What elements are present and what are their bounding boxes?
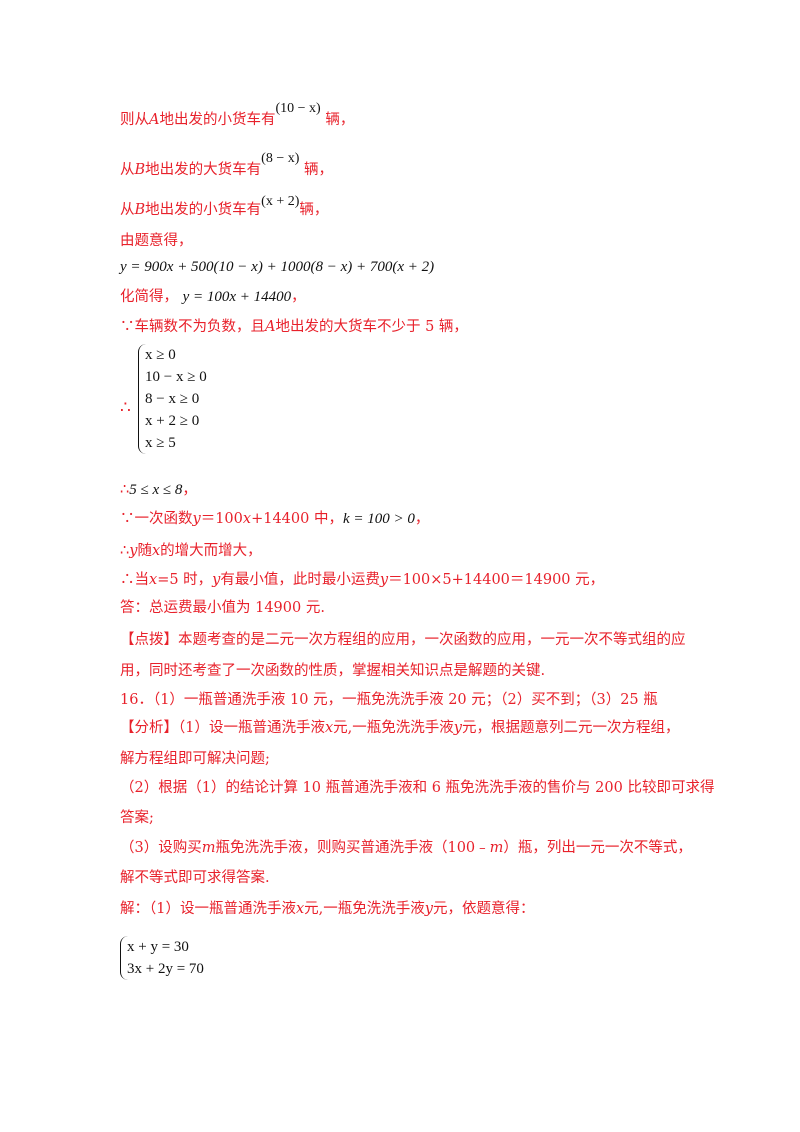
equation-system: x + y = 30 3x + 2y = 70 — [120, 936, 204, 980]
line-increasing: ∴y随x的增大而增大， — [120, 543, 262, 559]
comment-tag: 【点拨】 — [120, 632, 178, 648]
line-small-trucks-from-b: 从B地出发的小货车有(x + 2)辆， — [120, 194, 329, 218]
line-comment-1: 【点拨】本题考查的是二元一次方程组的应用，一次函数的应用，一元一次不等式组的应 — [120, 632, 686, 648]
x-range-expression: 5 ≤ x ≤ 8 — [129, 482, 183, 498]
line-linear-function: ∵一次函数y＝100x+14400 中，k = 100 > 0， — [120, 511, 430, 527]
line-comment-2: 用，同时还考查了一次函数的性质，掌握相关知识点是解题的关键. — [120, 663, 546, 679]
line-condition: ∵车辆数不为负数，且A地出发的大货车不少于 5 辆， — [120, 319, 468, 335]
cost-equation: y = 900x + 500(10 − x) + 1000(8 − x) + 7… — [120, 259, 435, 275]
line-q16-answer: 16．（1）一瓶普通洗手液 10 元，一瓶免洗洗手液 20 元；（2）买不到；（… — [120, 692, 658, 708]
line-analysis-1: 【分析】（1）设一瓶普通洗手液x元,一瓶免洗洗手液y元，根据题意列二元一次方程组… — [120, 720, 680, 736]
therefore-symbol: ∴ — [120, 398, 131, 418]
line-by-question: 由题意得， — [120, 233, 193, 249]
line-minimum: ∴当x=5 时，y有最小值，此时最小运费y＝100×5+14400＝14900 … — [120, 572, 605, 588]
line-analysis-4: 答案; — [120, 810, 154, 826]
line-analysis-2: 解方程组即可解决问题; — [120, 751, 270, 767]
inequality-row: x + 2 ≥ 0 — [145, 413, 200, 429]
simplified-expression: y = 100x + 14400 — [182, 289, 292, 305]
inequality-row: x ≥ 5 — [145, 435, 176, 451]
line-solution: 解：（1）设一瓶普通洗手液x元,一瓶免洗洗手液y元，依题意得： — [120, 901, 535, 917]
analysis-tag: 【分析】 — [120, 720, 178, 736]
equation-row: 3x + 2y = 70 — [127, 961, 204, 977]
slope-expression: k = 100 > 0 — [342, 511, 415, 527]
expr-10-minus-x: (10 − x) — [275, 101, 321, 116]
expr-x-plus-2: (x + 2) — [261, 194, 300, 209]
inequality-row: x ≥ 0 — [145, 347, 176, 363]
line-simplified: 化简得， y = 100x + 14400， — [120, 289, 306, 305]
line-analysis-3: （2）根据（1）的结论计算 10 瓶普通洗手液和 6 瓶免洗洗手液的售价与 20… — [120, 780, 715, 796]
inequality-system: x ≥ 0 10 − x ≥ 0 8 − x ≥ 0 x + 2 ≥ 0 x ≥… — [138, 344, 207, 454]
expr-8-minus-x: (8 − x) — [261, 151, 300, 166]
equation-row: x + y = 30 — [127, 939, 189, 955]
inequality-row: 10 − x ≥ 0 — [145, 369, 207, 385]
line-analysis-6: 解不等式即可求得答案. — [120, 870, 270, 886]
line-small-trucks-from-a: 则从A地出发的小货车有(10 − x) 辆， — [120, 101, 355, 128]
line-large-trucks-from-b: 从B地出发的大货车有(8 − x) 辆， — [120, 151, 333, 178]
line-answer: 答：总运费最小值为 14900 元. — [120, 600, 325, 616]
line-analysis-5: （3）设购买m瓶免洗洗手液，则购买普通洗手液（100﹣m）瓶，列出一元一次不等式… — [120, 840, 692, 856]
inequality-row: 8 − x ≥ 0 — [145, 391, 200, 407]
line-x-range: ∴5 ≤ x ≤ 8， — [120, 482, 197, 498]
